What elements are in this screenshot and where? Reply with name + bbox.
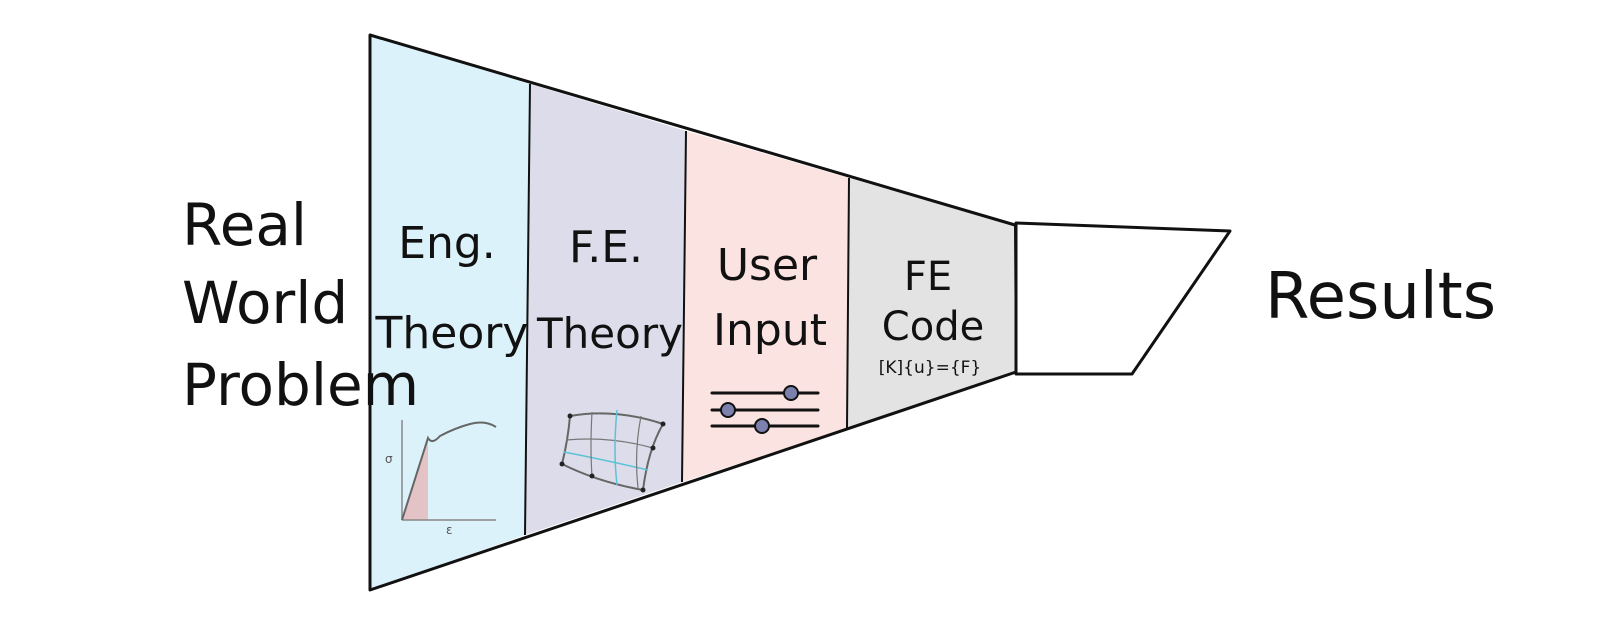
results-label: Results — [1265, 260, 1496, 334]
mesh-line — [635, 415, 642, 489]
left-label-line: Problem — [182, 351, 419, 419]
mesh-line — [614, 409, 618, 486]
divider-line — [524, 83, 531, 536]
mesh-line — [565, 438, 654, 449]
stage-label-fe-code-line1: FE — [904, 254, 952, 300]
slider-knob — [783, 385, 799, 401]
divider-line — [681, 130, 687, 483]
panel-fe-code — [847, 178, 1016, 428]
stage-label-fe-theory-line1: F.E. — [569, 222, 643, 273]
stress-strain-curve — [401, 421, 497, 521]
fe-mesh-icon — [559, 409, 666, 493]
stage-label-eng-theory-line2: Theory — [375, 308, 529, 359]
mesh-line — [590, 411, 593, 477]
panel-fe-theory — [525, 84, 686, 535]
stage-label-fe-theory-line2: Theory — [536, 309, 683, 358]
funnel-outline — [368, 33, 1017, 592]
mesh-node — [589, 473, 595, 479]
stage-label-eng-theory-line1: Eng. — [398, 218, 496, 269]
mesh-node — [559, 461, 565, 467]
results-nozzle — [1014, 221, 1232, 376]
fe-code-equation: [K]{u}={F} — [879, 358, 981, 378]
stage-label-user-input-line1: User — [717, 240, 818, 291]
mesh-node — [650, 445, 656, 451]
panel-eng-theory — [370, 35, 530, 590]
stage-label-fe-code-line2: Code — [882, 304, 984, 350]
divider-line — [846, 177, 850, 429]
mesh-line — [563, 451, 649, 471]
stress-strain-chart-icon: σ ε — [385, 420, 497, 537]
mesh-node — [640, 487, 646, 493]
slider-knob — [754, 418, 770, 434]
left-label-line: Real — [182, 191, 307, 259]
mesh-node — [567, 413, 573, 419]
sliders-icon — [710, 385, 820, 434]
y-axis-label: σ — [385, 452, 393, 466]
stage-label-user-input-line2: Input — [713, 305, 827, 356]
slider-knob — [720, 402, 736, 418]
left-label-line: World — [182, 269, 348, 337]
x-axis-label: ε — [446, 523, 453, 537]
mesh-node — [660, 421, 666, 427]
